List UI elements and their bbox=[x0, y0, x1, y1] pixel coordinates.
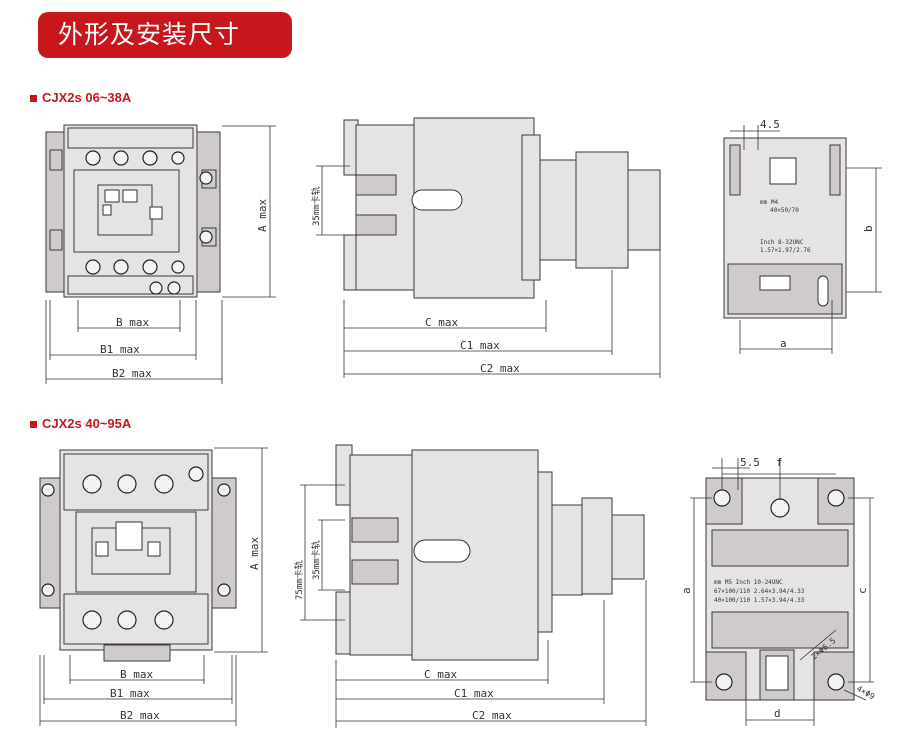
dim-b1-max: B1 max bbox=[100, 343, 140, 356]
top-side-view bbox=[343, 117, 661, 299]
banner-title: 外形及安装尺寸 bbox=[58, 20, 241, 49]
dim-rail-35: 35mm卡轨 bbox=[310, 186, 322, 226]
mount-plate-mm: mm M4 bbox=[760, 199, 778, 206]
dim-c-max: C max bbox=[425, 316, 458, 329]
top-mount-dims: 4.5 a b bbox=[730, 118, 882, 354]
top-mount-view: mm M4 40×50/70 Inch 8-32UNC 1.57×1.97/2.… bbox=[723, 137, 847, 319]
section-label-text: CJX2s 40~95A bbox=[42, 416, 132, 431]
dim-c1-max: C1 max bbox=[454, 687, 494, 700]
dim-c-max: C max bbox=[424, 668, 457, 681]
top-front-view bbox=[45, 124, 221, 298]
dim-f: f bbox=[776, 456, 783, 469]
bullet-square-icon bbox=[30, 421, 37, 429]
dim-b-max: B max bbox=[120, 668, 153, 681]
bottom-front-view bbox=[39, 449, 237, 662]
dim-c: c bbox=[856, 587, 869, 594]
section-label-text: CJX2s 06~38A bbox=[42, 90, 132, 105]
dim-b-max: B max bbox=[116, 316, 149, 329]
dim-a-max: A max bbox=[256, 199, 269, 232]
section-label-small: CJX2s 06~38A bbox=[30, 90, 131, 105]
bottom-side-dims: 75mm卡轨 35mm卡轨 C max C1 max C2 max bbox=[293, 484, 647, 728]
dim-rail-75: 75mm卡轨 bbox=[293, 560, 305, 600]
dim-c2-max: C2 max bbox=[472, 709, 512, 722]
mount-plate-mm: mm M5 Inch 10-24UNC bbox=[714, 579, 783, 586]
dim-d: d bbox=[774, 707, 781, 720]
dim-5-5: 5.5 bbox=[740, 456, 760, 469]
mount-plate-size: 40×50/70 bbox=[770, 207, 799, 214]
bullet-square-icon bbox=[30, 95, 37, 103]
dim-4-phi-9: 4×Φ9 bbox=[855, 684, 876, 702]
dim-rail-35: 35mm卡轨 bbox=[310, 540, 322, 580]
top-side-dims: 35mm卡轨 C max C1 max C2 max bbox=[310, 165, 661, 378]
mount-plate-inch-size: 1.57×1.97/2.76 bbox=[760, 247, 811, 254]
dim-b1-max: B1 max bbox=[110, 687, 150, 700]
bottom-side-view bbox=[335, 444, 645, 661]
dim-4-5: 4.5 bbox=[760, 118, 780, 131]
dim-a: a bbox=[780, 337, 787, 350]
section-label-large: CJX2s 40~95A bbox=[30, 416, 131, 431]
bottom-front-dims: B max B1 max B2 max A max bbox=[39, 447, 268, 726]
dim-b2-max: B2 max bbox=[112, 367, 152, 380]
dim-a-max: A max bbox=[248, 537, 261, 570]
mount-plate-size-1: 67×100/110 2.64×3.94/4.33 bbox=[714, 588, 805, 595]
dim-c1-max: C1 max bbox=[460, 339, 500, 352]
dim-c2-max: C2 max bbox=[480, 362, 520, 375]
dim-b2-max: B2 max bbox=[120, 709, 160, 722]
top-front-dims: B max B1 max B2 max A max bbox=[45, 125, 276, 384]
bottom-mount-view: mm M5 Inch 10-24UNC 67×100/110 2.64×3.94… bbox=[705, 477, 855, 701]
dim-a: a bbox=[680, 587, 693, 594]
section-banner: 外形及安装尺寸 bbox=[38, 12, 292, 58]
mount-plate-inch: Inch 8-32UNC bbox=[760, 239, 804, 246]
mount-plate-size-2: 40×100/110 1.57×3.94/4.33 bbox=[714, 597, 805, 604]
dim-b: b bbox=[862, 225, 875, 232]
